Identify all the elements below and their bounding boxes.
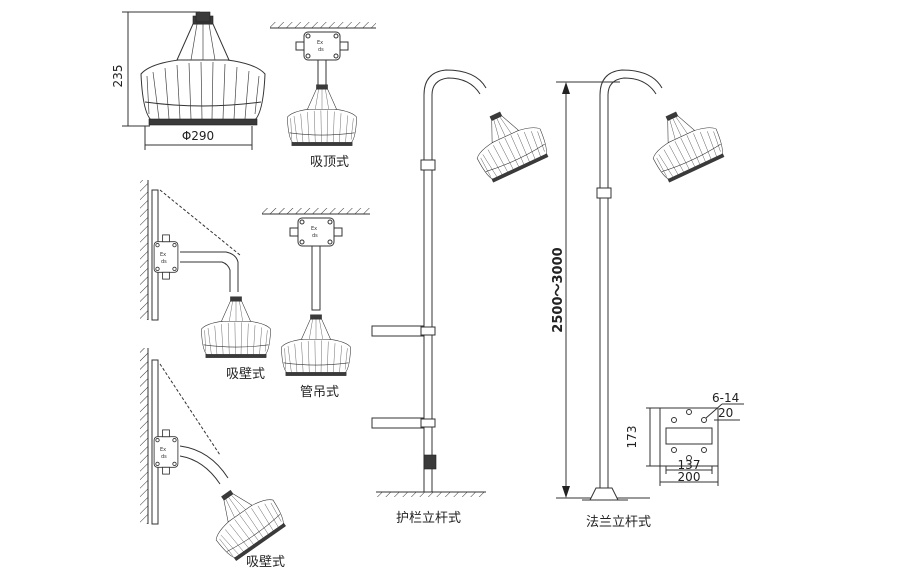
guardrail-pole-figure: 护栏立杆式 — [371, 69, 553, 526]
label-pendant: 管吊式 — [300, 385, 339, 400]
jbox-text-3: Ex — [160, 252, 166, 258]
jbox-text-8: ds — [161, 454, 167, 460]
label-guardrail-pole: 护栏立杆式 — [396, 511, 461, 526]
jbox-text-7: Ex — [160, 447, 166, 453]
dimensioned-lamp: 235 Φ290 — [111, 11, 266, 150]
flange-pole-figure: 2500～3000 法兰立杆式 — [551, 69, 729, 530]
dim-flange-holes: 6-14 — [712, 391, 739, 405]
dim-flange-outer: 200 — [678, 470, 701, 484]
dim-height: 235 — [111, 65, 125, 88]
dim-flange-inner: 137 — [678, 458, 701, 472]
dim-pole-height: 2500～3000 — [551, 247, 566, 332]
jbox-text-2: ds — [318, 47, 324, 53]
jbox-text-5: Ex — [311, 226, 317, 232]
jbox-text-4: ds — [161, 259, 167, 265]
jbox-text-1: Ex — [317, 40, 323, 46]
flange-plate-detail: 173 6-14 20 137 200 — [625, 391, 744, 486]
label-flange-pole: 法兰立杆式 — [586, 515, 651, 530]
dim-flange-edge: 20 — [718, 406, 733, 420]
label-wall-2: 吸壁式 — [246, 555, 285, 570]
jbox-text-6: ds — [312, 233, 318, 239]
pendant-mount-figure: Ex ds 管吊式 — [262, 208, 370, 400]
dim-diameter: Φ290 — [182, 129, 214, 143]
wall-mount-figure-1: Ex ds 吸壁式 — [140, 180, 272, 382]
ceiling-mount-figure: Ex ds 吸顶式 — [270, 22, 376, 170]
label-ceiling: 吸顶式 — [310, 155, 349, 170]
wall-mount-figure-2: Ex ds 吸壁式 — [140, 348, 290, 570]
dim-flange-height: 173 — [625, 426, 639, 449]
label-wall-1: 吸壁式 — [226, 367, 265, 382]
